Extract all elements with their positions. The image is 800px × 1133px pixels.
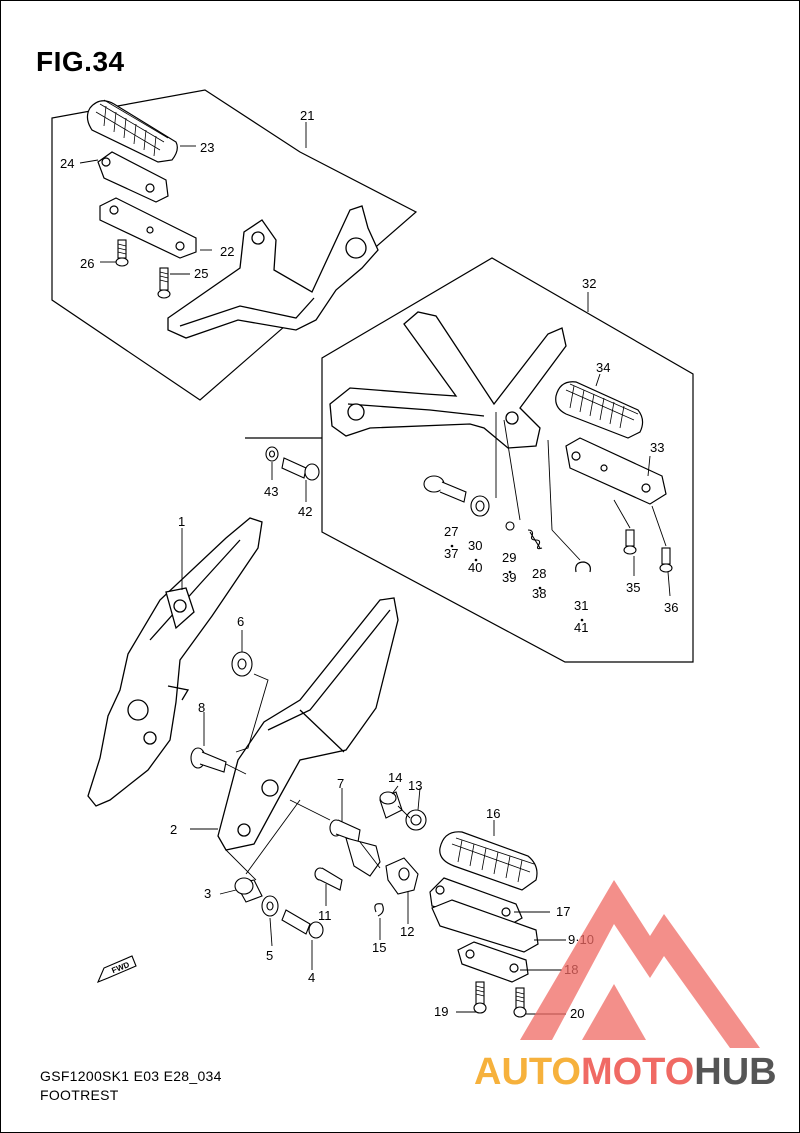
- bracket-12: [385, 857, 419, 895]
- washer-30: [470, 495, 490, 517]
- watermark-triangle-icon: [520, 880, 760, 1048]
- callout-26: 26: [80, 256, 94, 271]
- callout-42: 42: [298, 504, 312, 519]
- callout-11: 11: [318, 908, 332, 923]
- callout-14: 14: [388, 770, 402, 785]
- circlip-31: [575, 561, 591, 573]
- callout-36: 36: [664, 600, 678, 615]
- callout-39: 39: [502, 570, 516, 585]
- callout-24: 24: [60, 156, 74, 171]
- footpeg-bar-17: [429, 877, 523, 927]
- callout-31: 31: [574, 598, 588, 613]
- screw-25: [157, 267, 171, 299]
- callout-37: 37: [444, 546, 458, 561]
- callout-20: 20: [570, 1006, 584, 1021]
- footer-model-code: GSF1200SK1 E03 E28_034: [40, 1068, 222, 1084]
- callout-40: 40: [468, 560, 482, 575]
- footpeg-rubber-16: [439, 831, 538, 891]
- callout-3: 3: [204, 886, 211, 901]
- footrest-guard-2: [217, 597, 399, 851]
- spacer-6: [231, 651, 253, 677]
- fwd-arrow-icon: FWD: [96, 955, 137, 984]
- watermark-brand-hub: HUB: [694, 1051, 776, 1093]
- bolt-42: [281, 457, 320, 481]
- footpeg-bar-24: [97, 151, 169, 203]
- callout-38: 38: [532, 586, 546, 601]
- callout-7: 7: [337, 776, 344, 791]
- callout-16: 16: [486, 806, 500, 821]
- callout-6: 6: [237, 614, 244, 629]
- pin-11: [314, 867, 343, 891]
- footpeg-rubber-23: [86, 99, 178, 163]
- callout-5: 5: [266, 948, 273, 963]
- callout-13: 13: [408, 778, 422, 793]
- footpeg-rubber-34: [555, 381, 644, 439]
- watermark-text: AUTOMOTOHUB: [474, 1051, 777, 1093]
- callout-22: 22: [220, 244, 234, 259]
- callout-8: 8: [198, 700, 205, 715]
- callout-labels: 21 23 24 22 26 25 32 34 33 43 42 27 27 3…: [60, 108, 678, 1021]
- footpeg-bracket-33: [565, 437, 667, 505]
- watermark-brand-moto: MOTO: [581, 1051, 694, 1093]
- pillion-footrest-bracket-21: [167, 205, 379, 339]
- callout-17: 17: [556, 904, 570, 919]
- bolt-8: [190, 747, 227, 773]
- footer-section-name: FOOTREST: [40, 1087, 119, 1103]
- screw-26: [115, 239, 129, 267]
- footpeg-bracket-22: [99, 197, 197, 259]
- watermark-logo: AUTOMOTOHUB: [474, 880, 777, 1093]
- ball-29: [505, 521, 515, 531]
- callout-28: 28: [532, 566, 546, 581]
- callout-29: 29: [502, 550, 516, 565]
- clip-15: [374, 903, 384, 917]
- callout-25: 25: [194, 266, 208, 281]
- pillion-footrest-bracket-32: [329, 311, 567, 449]
- callout-21: 21: [300, 108, 314, 123]
- callout-35: 35: [626, 580, 640, 595]
- figure-title: FIG.34: [36, 46, 125, 77]
- cap-14: [379, 791, 403, 819]
- callout-12: 12: [400, 924, 414, 939]
- callout-separator-dots: [450, 544, 584, 622]
- bolt-4: [281, 909, 324, 939]
- screw-35: [623, 529, 637, 555]
- rubber-13: [405, 809, 427, 831]
- callout-43: 43: [264, 484, 278, 499]
- footrest-bracket-1: [87, 517, 263, 807]
- callout-30: 30: [468, 538, 482, 553]
- assembly-guide-lines: [225, 673, 411, 881]
- callout-32: 32: [582, 276, 596, 291]
- screw-36: [659, 547, 673, 573]
- washer-43: [265, 446, 279, 462]
- spacer-3: [234, 877, 263, 903]
- shaft-7: [329, 819, 381, 877]
- inset-box-21: [51, 89, 418, 401]
- washer-5: [261, 895, 279, 917]
- callout-33: 33: [650, 440, 664, 455]
- callout-27: 27: [444, 524, 458, 539]
- callout-4: 4: [308, 970, 315, 985]
- leader-lines: [79, 122, 671, 1015]
- spring-28: [527, 529, 543, 550]
- callout-19: 19: [434, 1004, 448, 1019]
- callout-23: 23: [200, 140, 214, 155]
- bolt-27: [423, 475, 467, 503]
- footpeg-bracket-18: [457, 941, 529, 983]
- screw-19: [473, 981, 487, 1014]
- callout-1: 1: [178, 514, 185, 529]
- watermark-brand-auto: AUTO: [474, 1051, 581, 1093]
- callout-34: 34: [596, 360, 610, 375]
- guide-lines-32: [495, 412, 667, 561]
- footpeg-plate-9-10: [431, 899, 539, 953]
- callout-2: 2: [170, 822, 177, 837]
- screw-20: [513, 987, 527, 1018]
- inset-box-32: [245, 257, 694, 663]
- callout-15: 15: [372, 940, 386, 955]
- callout-41: 41: [574, 620, 588, 635]
